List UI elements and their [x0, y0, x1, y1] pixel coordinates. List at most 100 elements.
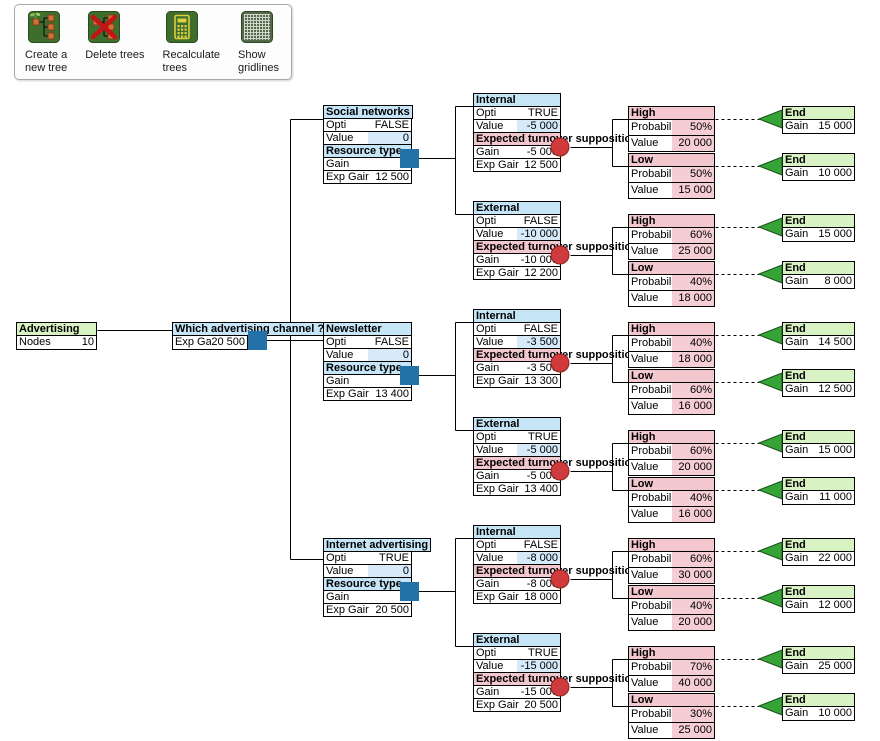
node-row: Expected turnover suppositio — [473, 348, 631, 361]
newsletter-internal-header: Internal — [473, 309, 561, 323]
node-row: Value-3 500 — [473, 335, 561, 348]
recalculate-trees-button[interactable]: Recalculate trees — [163, 11, 220, 75]
row-value: FALSE — [523, 539, 558, 551]
node-row: Gain-15 000 — [473, 685, 561, 698]
subheader-label: Resource type — [326, 145, 402, 157]
row-value: 12 500 — [375, 171, 409, 183]
row-value: 0 — [367, 349, 411, 361]
row-label: Probabil — [631, 553, 672, 565]
row-value: 18 000 — [671, 291, 714, 306]
row-value: 0 — [367, 565, 411, 577]
delete-trees-button[interactable]: Delete trees — [85, 11, 145, 62]
end-social-external-low-header: End — [782, 261, 855, 275]
row-value: 12 500 — [524, 159, 558, 171]
row-value: -15 000 — [517, 660, 560, 672]
node-row: Expected turnover suppositio — [473, 240, 631, 253]
row-label: Value — [476, 552, 504, 564]
node-row: Value-5 000 — [473, 119, 561, 132]
row-label: Gain — [785, 660, 809, 672]
end-newsletter-internal-low-header: End — [782, 369, 855, 383]
row-value: 12 200 — [524, 267, 558, 279]
row-value: 0 — [402, 591, 409, 603]
node-row: Value-10 000 — [473, 227, 561, 240]
newsletter-external-header: External — [473, 417, 561, 431]
social-external-low-header: Low — [628, 261, 715, 275]
show-gridlines-button[interactable]: Show gridlines — [238, 11, 279, 75]
internet-external-header: External — [473, 633, 561, 647]
show-gridlines-label: Show gridlines — [238, 49, 279, 74]
internet-internal-high-header: High — [628, 538, 715, 552]
row-value: 60% — [671, 444, 714, 459]
node-row: Gain-8 000 — [473, 577, 561, 590]
internet-external-high-header: High — [628, 646, 715, 660]
row-label: Exp Gair — [326, 604, 369, 616]
node-row: Expected turnover suppositio — [473, 672, 631, 685]
end-newsletter-internal-high-header: End — [782, 322, 855, 336]
create-new-tree-button[interactable]: Create a new tree — [25, 11, 67, 75]
social-external-high-header: High — [628, 214, 715, 228]
row-label: Gain — [785, 275, 809, 287]
row-value: 13 400 — [524, 483, 558, 495]
delete-trees-icon — [88, 11, 121, 46]
row-value: 16 000 — [671, 399, 714, 414]
row-label: Gain — [476, 578, 500, 590]
row-label: Exp Gair — [476, 591, 519, 603]
row-value: TRUE — [379, 552, 409, 564]
row-value: FALSE — [523, 215, 558, 227]
row-value: 25 000 — [671, 723, 714, 738]
row-label: Gain — [785, 444, 809, 456]
row-value: 40% — [671, 491, 714, 506]
row-value: 40% — [671, 599, 714, 614]
row-label: Value — [476, 120, 504, 132]
row-value: 60% — [671, 383, 714, 398]
row-value: 40% — [671, 336, 714, 351]
